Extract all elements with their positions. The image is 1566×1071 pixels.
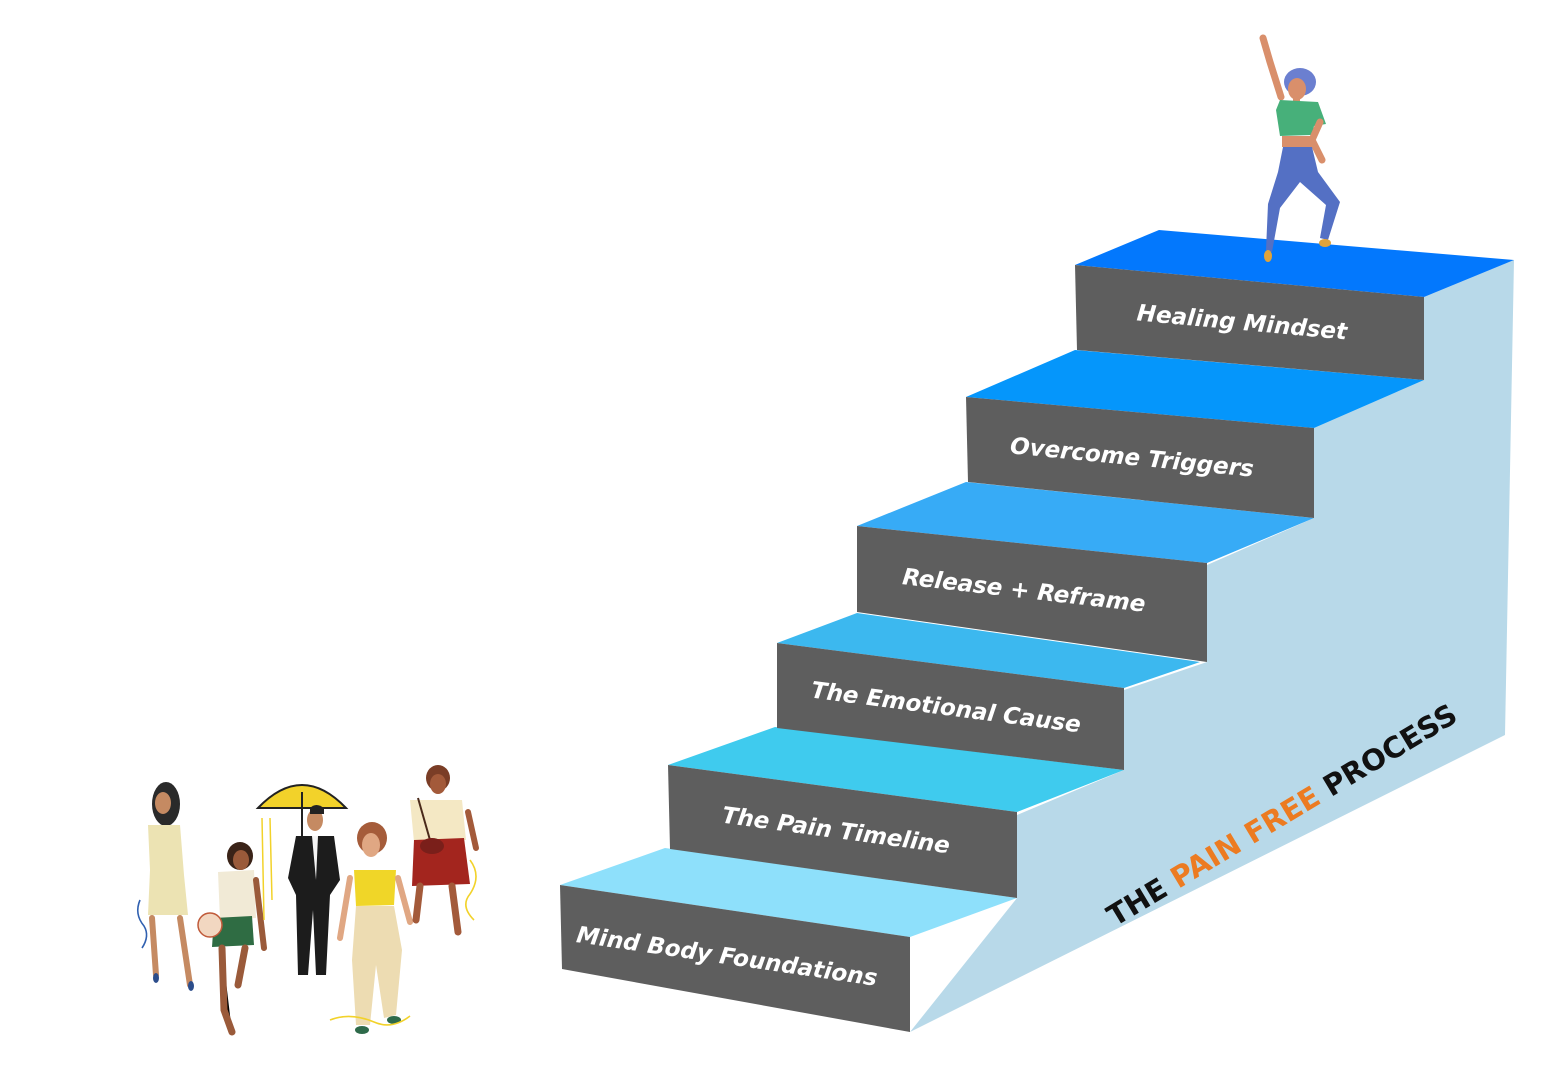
step-5: Overcome Triggers — [966, 350, 1424, 518]
step-2-riser — [668, 765, 1017, 898]
step-4-riser — [857, 526, 1207, 662]
step-4: Release + Reframe — [857, 482, 1314, 662]
staircase-side-panel — [910, 260, 1514, 1032]
step-6-top — [1075, 230, 1514, 297]
step-3-top — [777, 613, 1200, 688]
step-2-top — [668, 727, 1124, 812]
step-6-riser — [1075, 265, 1424, 380]
person-cream-dress-icon — [136, 782, 194, 991]
step-6: Healing Mindset — [1075, 230, 1514, 380]
person-green-shorts-icon — [197, 842, 267, 1036]
step-3-riser — [777, 643, 1124, 770]
step-3: The Emotional Cause — [777, 613, 1200, 770]
step-1-riser — [560, 885, 910, 1032]
person-red-skirt-icon — [410, 765, 479, 936]
step-1: Mind Body Foundations — [560, 848, 1017, 1032]
step-5-riser — [966, 397, 1314, 518]
step-1-top — [560, 848, 1017, 937]
walking-people-group-icon — [136, 765, 479, 1036]
person-umbrella-man-icon — [255, 784, 349, 975]
celebrating-woman-icon — [1259, 34, 1340, 262]
person-yellow-top-icon — [329, 822, 413, 1034]
step-4-top — [857, 482, 1314, 563]
step-5-top — [966, 350, 1424, 428]
step-2: The Pain Timeline — [668, 727, 1124, 898]
